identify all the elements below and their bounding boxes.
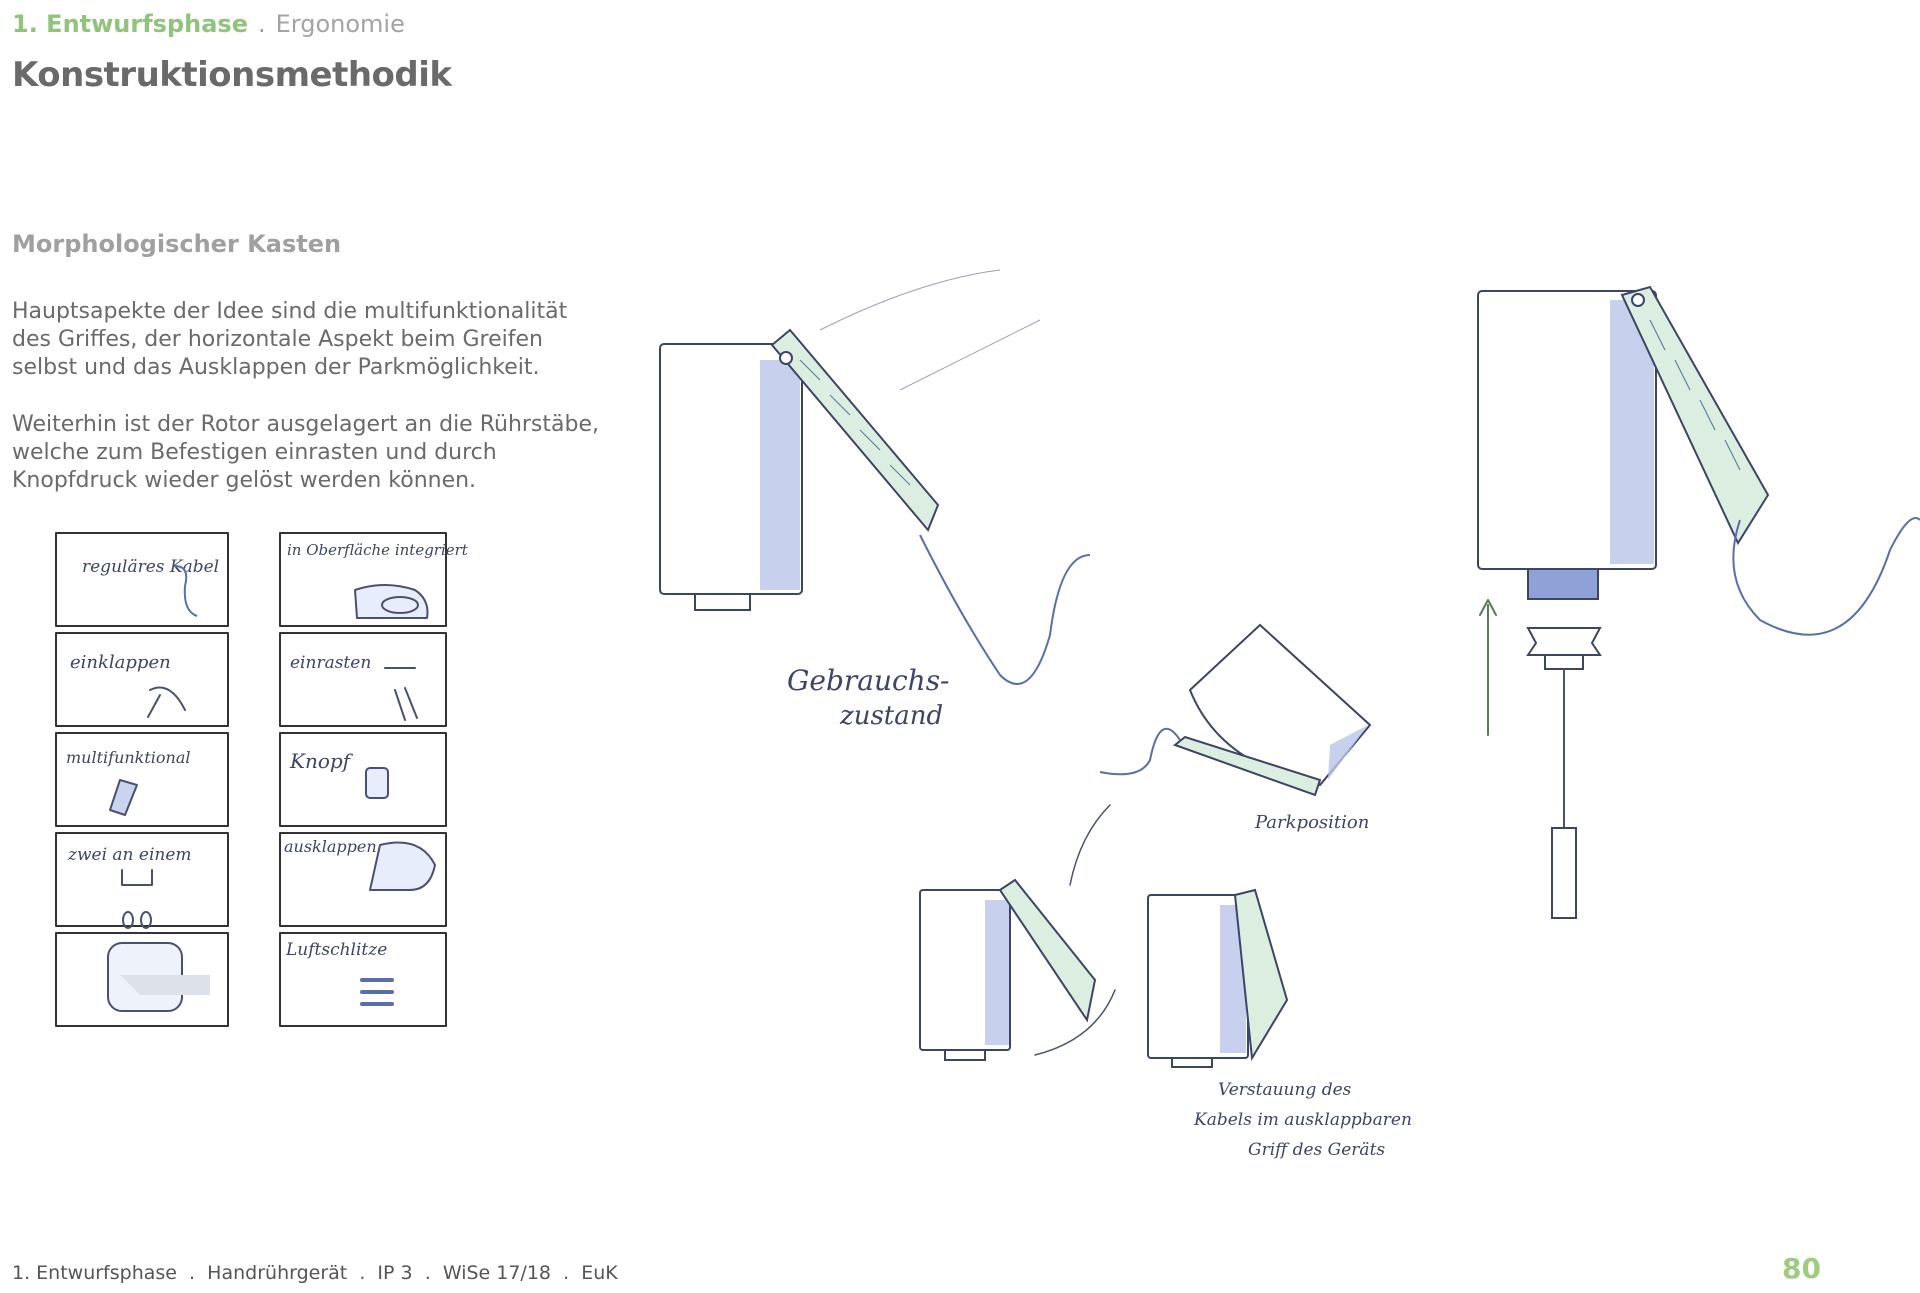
page-number: 80	[1782, 1252, 1821, 1285]
cell-label: einrasten	[290, 653, 371, 673]
label-storage-1: Verstauung des	[1218, 1080, 1352, 1100]
button-sketch	[365, 767, 389, 799]
beaters-sketch	[121, 869, 153, 886]
page-title: Konstruktionsmethodik	[12, 55, 452, 95]
grip-sketch	[109, 779, 138, 816]
breadcrumb-phase: 1. Entwurfsphase	[12, 10, 248, 38]
snap-sketch	[384, 667, 418, 721]
cell-label: reguläres Kabel	[82, 557, 219, 577]
cell-label: einklappen	[70, 652, 171, 673]
section-heading: Morphologischer Kasten	[12, 230, 342, 258]
label-storage-3: Griff des Geräts	[1248, 1140, 1385, 1160]
cable-icon	[174, 565, 198, 617]
cell-label: Knopf	[289, 749, 354, 773]
breadcrumb: 1. Entwurfsphase. Ergonomie	[12, 10, 405, 38]
morphological-box: reguläres Kabel einklappen multifunktion…	[55, 532, 469, 1027]
footer-text: 1. Entwurfsphase . Handrührgerät . IP 3 …	[12, 1262, 618, 1284]
label-storage-2: Kabels im ausklappbaren	[1193, 1110, 1412, 1130]
sketch-use-state: Gebrauchs- zustand	[659, 269, 1091, 731]
paragraph-rotor: Weiterhin ist der Rotor ausgelagert an d…	[12, 412, 599, 493]
label-use-state: Gebrauchs-	[787, 664, 950, 697]
cell-label: Luftschlitze	[285, 940, 387, 960]
unfold-sketch	[369, 841, 436, 891]
sketch-detachable-beater	[1477, 285, 1920, 919]
fold-sketch	[147, 686, 186, 718]
cell-label: multifunktional	[66, 748, 191, 767]
sketch-park-position: Parkposition	[1069, 623, 1372, 886]
label-use-state-2: zustand	[839, 701, 943, 731]
paragraph-main-aspects: Hauptsapekte der Idee sind die multifunk…	[12, 299, 568, 380]
breadcrumb-separator: .	[257, 10, 266, 38]
sketch-storage: Verstauung des Kabels im ausklappbaren G…	[919, 878, 1412, 1160]
vent-slots-sketch	[360, 978, 394, 1006]
label-park: Parkposition	[1254, 812, 1369, 833]
cell-label: in Oberfläche integriert	[287, 541, 469, 559]
cell-label: ausklappen	[284, 837, 377, 856]
surface-sketch	[354, 584, 429, 619]
cell-label: zwei an einem	[67, 845, 192, 865]
breadcrumb-section: Ergonomie	[275, 10, 405, 38]
